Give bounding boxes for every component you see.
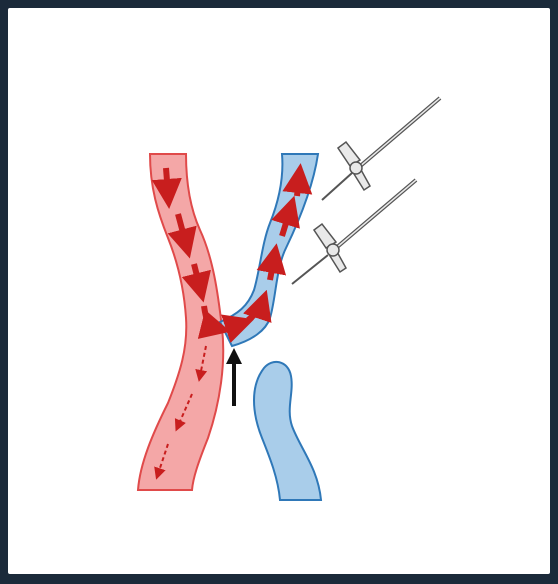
diagram-card — [8, 8, 550, 574]
vein-lower — [254, 362, 321, 500]
needle-upper — [322, 98, 440, 200]
arteriovenous-fistula-diagram — [8, 8, 550, 574]
needle-lower — [292, 180, 416, 284]
vein-upper — [220, 154, 318, 346]
